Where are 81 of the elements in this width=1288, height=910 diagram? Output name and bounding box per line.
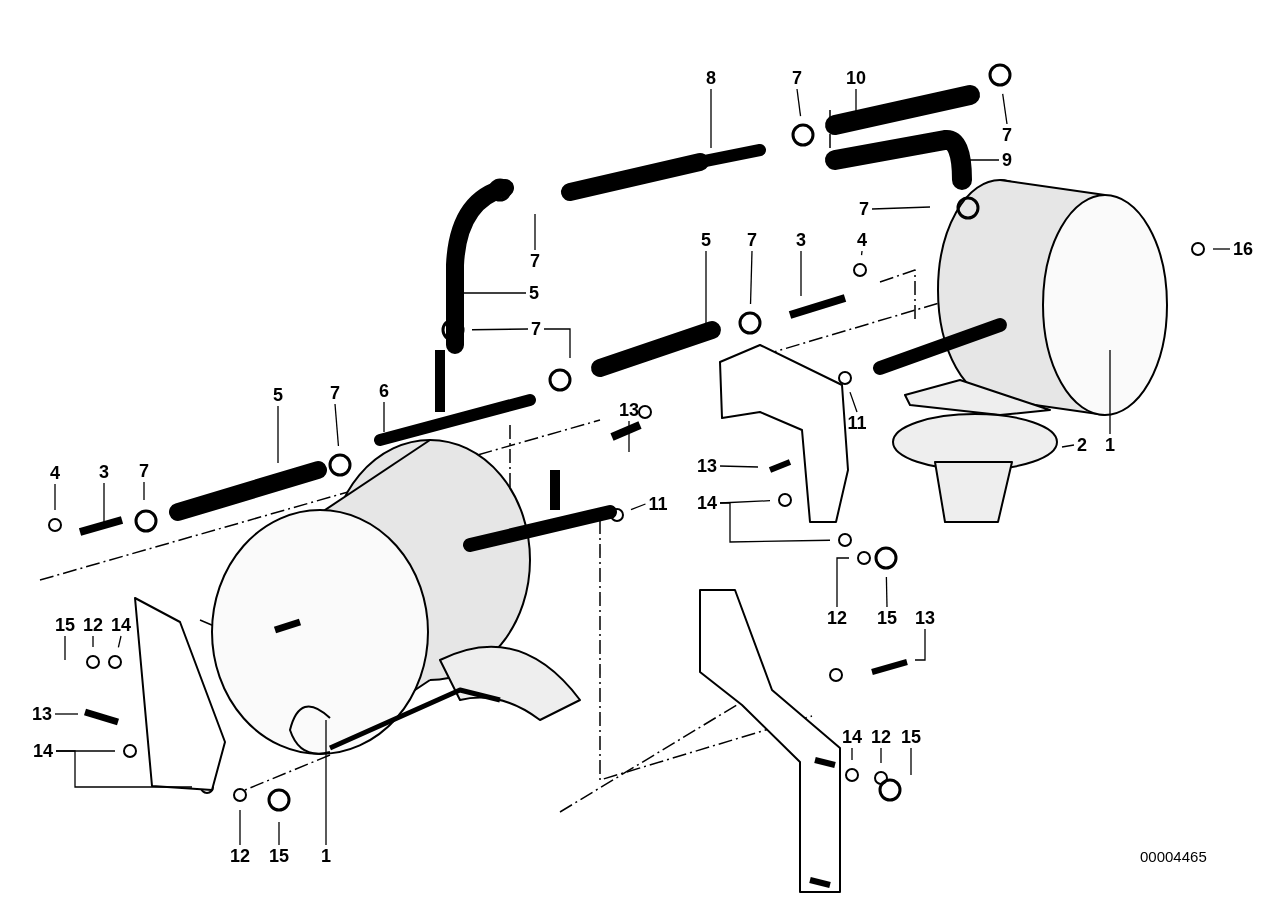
callout-number: 16	[1233, 240, 1253, 258]
leader-line	[1002, 93, 1008, 125]
leader-line	[796, 88, 802, 117]
leader-line	[543, 328, 571, 359]
leader-line	[749, 250, 753, 305]
callout-number: 10	[846, 69, 866, 87]
leader-line	[277, 405, 279, 464]
callout-number: 7	[530, 252, 540, 270]
leader-line	[334, 403, 340, 447]
callout-number: 13	[32, 705, 52, 723]
leader-line	[630, 503, 647, 511]
leader-line	[1212, 248, 1231, 250]
callout-number: 14	[111, 616, 131, 634]
callout-number: 3	[99, 463, 109, 481]
leader-line	[1109, 349, 1111, 435]
leader-line	[910, 747, 912, 776]
leader-line	[54, 483, 56, 511]
callout-number: 8	[706, 69, 716, 87]
callout-number: 12	[827, 609, 847, 627]
leader-line	[855, 88, 857, 113]
callout-number: 13	[619, 401, 639, 419]
callout-number: 14	[697, 494, 717, 512]
leader-line	[117, 635, 122, 649]
callout-number: 7	[859, 200, 869, 218]
callout-number: 9	[1002, 151, 1012, 169]
leader-line	[143, 481, 145, 501]
leader-line	[880, 747, 882, 764]
callout-number: 3	[796, 231, 806, 249]
leader-line	[628, 420, 630, 453]
callout-number: 12	[871, 728, 891, 746]
callout-number: 5	[273, 386, 283, 404]
leader-line	[851, 747, 853, 761]
callout-number: 12	[83, 616, 103, 634]
callout-number: 1	[1105, 436, 1115, 454]
callout-number: 1	[321, 847, 331, 865]
leader-line	[836, 557, 850, 608]
leader-line	[719, 465, 759, 468]
leader-line	[860, 250, 863, 256]
callout-number: 15	[55, 616, 75, 634]
leader-line	[383, 401, 385, 433]
callout-number: 7	[1002, 126, 1012, 144]
callout-number: 6	[379, 382, 389, 400]
leader-line	[800, 250, 802, 297]
callout-number: 15	[901, 728, 921, 746]
callout-number: 14	[33, 742, 53, 760]
callout-number: 7	[139, 462, 149, 480]
callout-number: 2	[1077, 436, 1087, 454]
leader-line	[710, 88, 712, 149]
leader-line	[239, 809, 241, 846]
leader-line	[885, 576, 888, 608]
callout-number: 11	[847, 414, 867, 432]
leader-line	[534, 213, 536, 251]
callout-number: 15	[269, 847, 289, 865]
leader-line	[1061, 444, 1075, 448]
callout-number: 12	[230, 847, 250, 865]
leader-line	[849, 391, 858, 413]
callout-number: 4	[857, 231, 867, 249]
drawing-number: 00004465	[1140, 848, 1207, 865]
leader-line	[914, 628, 926, 661]
leader-line	[471, 328, 529, 331]
callout-number: 7	[792, 69, 802, 87]
callout-number: 13	[697, 457, 717, 475]
leader-line	[278, 821, 280, 846]
leader-line	[103, 482, 105, 523]
callout-number: 4	[50, 464, 60, 482]
leader-line	[92, 635, 94, 648]
leader-line	[871, 206, 931, 210]
leader-line	[54, 713, 79, 715]
callout-number: 7	[531, 320, 541, 338]
callout-number: 7	[747, 231, 757, 249]
callout-number: 7	[330, 384, 340, 402]
callout-number: 15	[877, 609, 897, 627]
leader-line	[64, 635, 66, 661]
leader-line	[719, 502, 831, 543]
leader-line	[55, 750, 193, 788]
callout-number: 13	[915, 609, 935, 627]
leader-line	[325, 719, 327, 846]
callout-number: 11	[648, 495, 668, 513]
callout-number: 5	[701, 231, 711, 249]
callout-number: 14	[842, 728, 862, 746]
callout-number: 5	[529, 284, 539, 302]
